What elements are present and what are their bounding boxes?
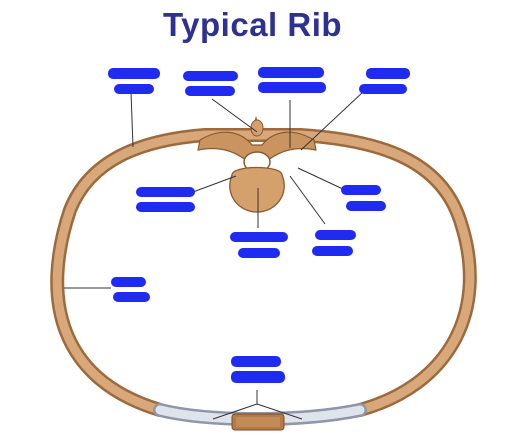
label-mask-center-right xyxy=(312,230,356,256)
label-mask-top-center xyxy=(258,67,326,93)
label-mask-top-left xyxy=(108,68,160,94)
label-mask-bottom xyxy=(231,356,285,383)
leader-lines xyxy=(64,91,364,420)
label-mask-top-right xyxy=(359,68,410,94)
label-mask-left-side xyxy=(111,277,150,302)
label-mask-top-center-left xyxy=(183,71,238,96)
vertebra xyxy=(197,115,317,213)
label-mask-right-upper xyxy=(341,185,386,211)
diagram-title: Typical Rib xyxy=(162,6,343,43)
label-mask-mid-left xyxy=(136,187,195,212)
label-mask-center xyxy=(230,232,288,258)
